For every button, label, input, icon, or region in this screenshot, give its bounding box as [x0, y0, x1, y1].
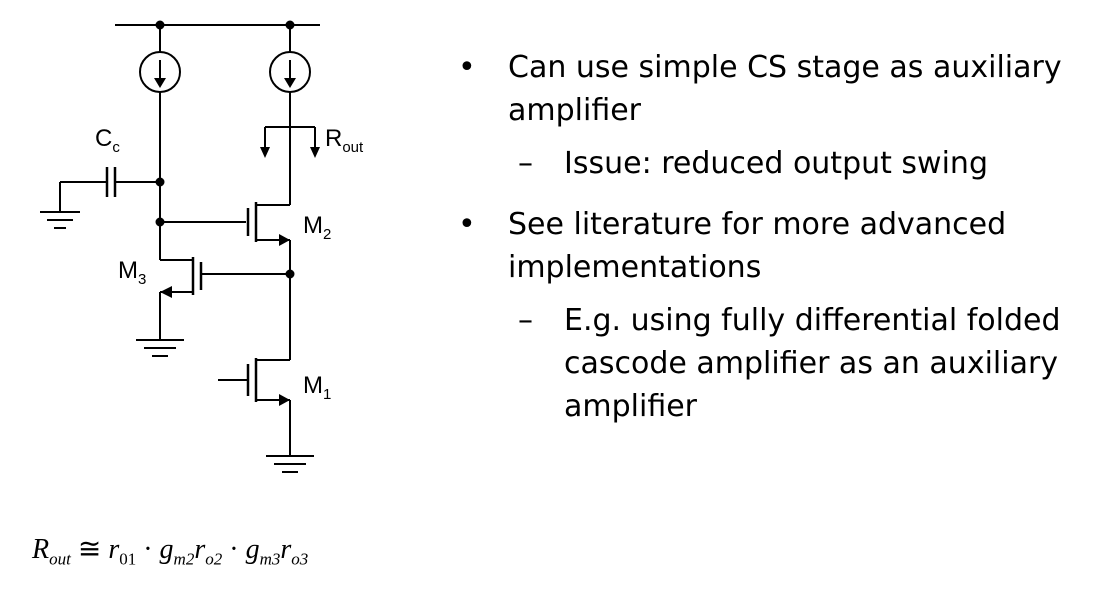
bullet-text-line: amplifier	[508, 93, 642, 128]
current-source-left	[139, 25, 181, 181]
m3-transistor	[159, 257, 290, 340]
bullet-text-line: implementations	[508, 250, 762, 285]
sub-bullet-text-line: Issue: reduced output swing	[564, 146, 988, 181]
m2-transistor	[246, 200, 291, 355]
bullet-marker: •	[458, 50, 476, 85]
sub-bullet-item-2: – E.g. using fully differential folded c…	[458, 299, 1088, 428]
sub-bullet-text-line: amplifier	[564, 389, 698, 424]
cc-label: Cc	[95, 125, 120, 156]
sub-bullet-item-1: – Issue: reduced output swing	[458, 142, 1088, 185]
sub-bullet-marker: –	[518, 303, 533, 338]
rout-formula: Rout ≅ r01 · gm2ro2 · gm3ro3	[32, 534, 309, 569]
current-source-right	[269, 25, 311, 200]
m3-label: M3	[118, 257, 146, 288]
sub-bullet-text-line: E.g. using fully differential folded	[564, 303, 1061, 338]
bullet-item-2: • See literature for more advanced imple…	[458, 203, 1088, 289]
ground-symbol-left	[40, 211, 80, 229]
m1-transistor	[218, 355, 291, 456]
sub-bullet-marker: –	[518, 146, 533, 181]
circuit-diagram: Cc Rout M2 M3 M1	[40, 20, 364, 473]
rout-label: Rout	[325, 125, 364, 156]
cc-capacitor	[59, 167, 160, 212]
m2-label: M2	[303, 212, 331, 243]
bullet-item-1: • Can use simple CS stage as auxiliary a…	[458, 46, 1088, 132]
sub-bullet-text-line: cascode amplifier as an auxiliary	[564, 346, 1059, 381]
rout-arrows	[260, 126, 320, 158]
bullet-marker: •	[458, 207, 476, 242]
m1-label: M1	[303, 372, 331, 403]
ground-symbol-m1	[266, 455, 314, 473]
bullet-text-line: Can use simple CS stage as auxiliary	[508, 50, 1062, 85]
ground-symbol-m3	[136, 339, 184, 357]
bullet-list: • Can use simple CS stage as auxiliary a…	[458, 46, 1088, 428]
bullet-text-line: See literature for more advanced	[508, 207, 1007, 242]
